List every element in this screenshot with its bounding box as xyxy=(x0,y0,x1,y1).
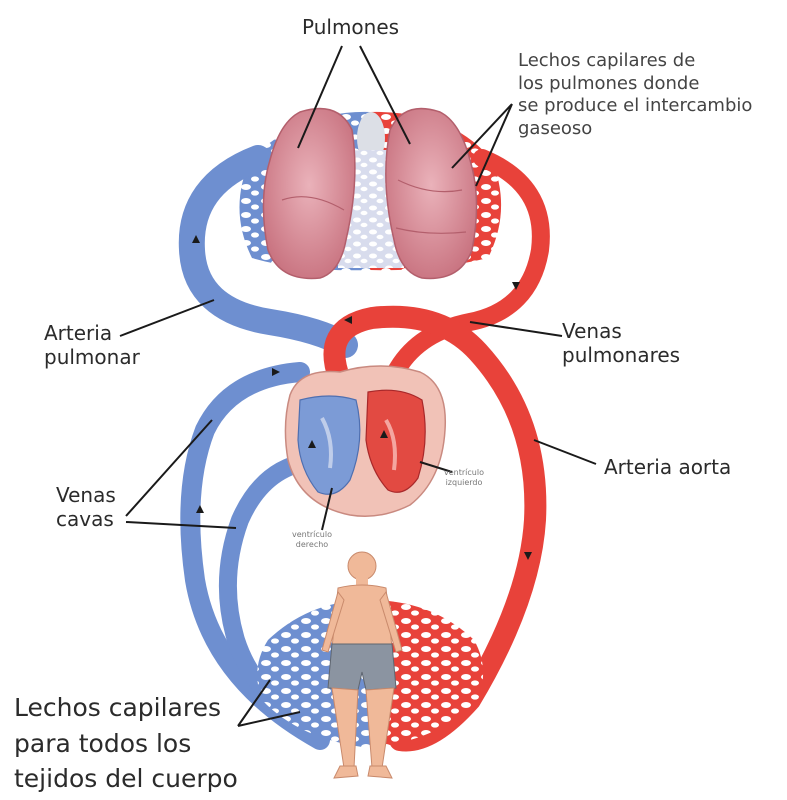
label-lechos-capilares-pulmones: Lechos capilares de los pulmones donde s… xyxy=(518,50,752,140)
leader-venas-pulmonares xyxy=(470,322,562,336)
label-lechos-capilares-cuerpo: Lechos capilares para todos los tejidos … xyxy=(14,690,238,797)
lungs-illustration xyxy=(263,109,476,279)
label-ventriculo-derecho: ventrículo derecho xyxy=(292,530,332,550)
left-lung xyxy=(263,109,354,279)
label-arteria-pulmonar: Arteria pulmonar xyxy=(44,322,140,369)
leader-arteria-aorta xyxy=(534,440,596,464)
label-ventriculo-izquierdo: ventrículo izquierdo xyxy=(444,468,484,488)
label-venas-cavas: Venas cavas xyxy=(56,484,116,531)
label-venas-pulmonares: Venas pulmonares xyxy=(562,320,680,367)
label-pulmones: Pulmones xyxy=(302,16,399,40)
label-arteria-aorta: Arteria aorta xyxy=(604,456,731,480)
heart-illustration xyxy=(285,366,445,516)
right-lung xyxy=(386,109,477,279)
